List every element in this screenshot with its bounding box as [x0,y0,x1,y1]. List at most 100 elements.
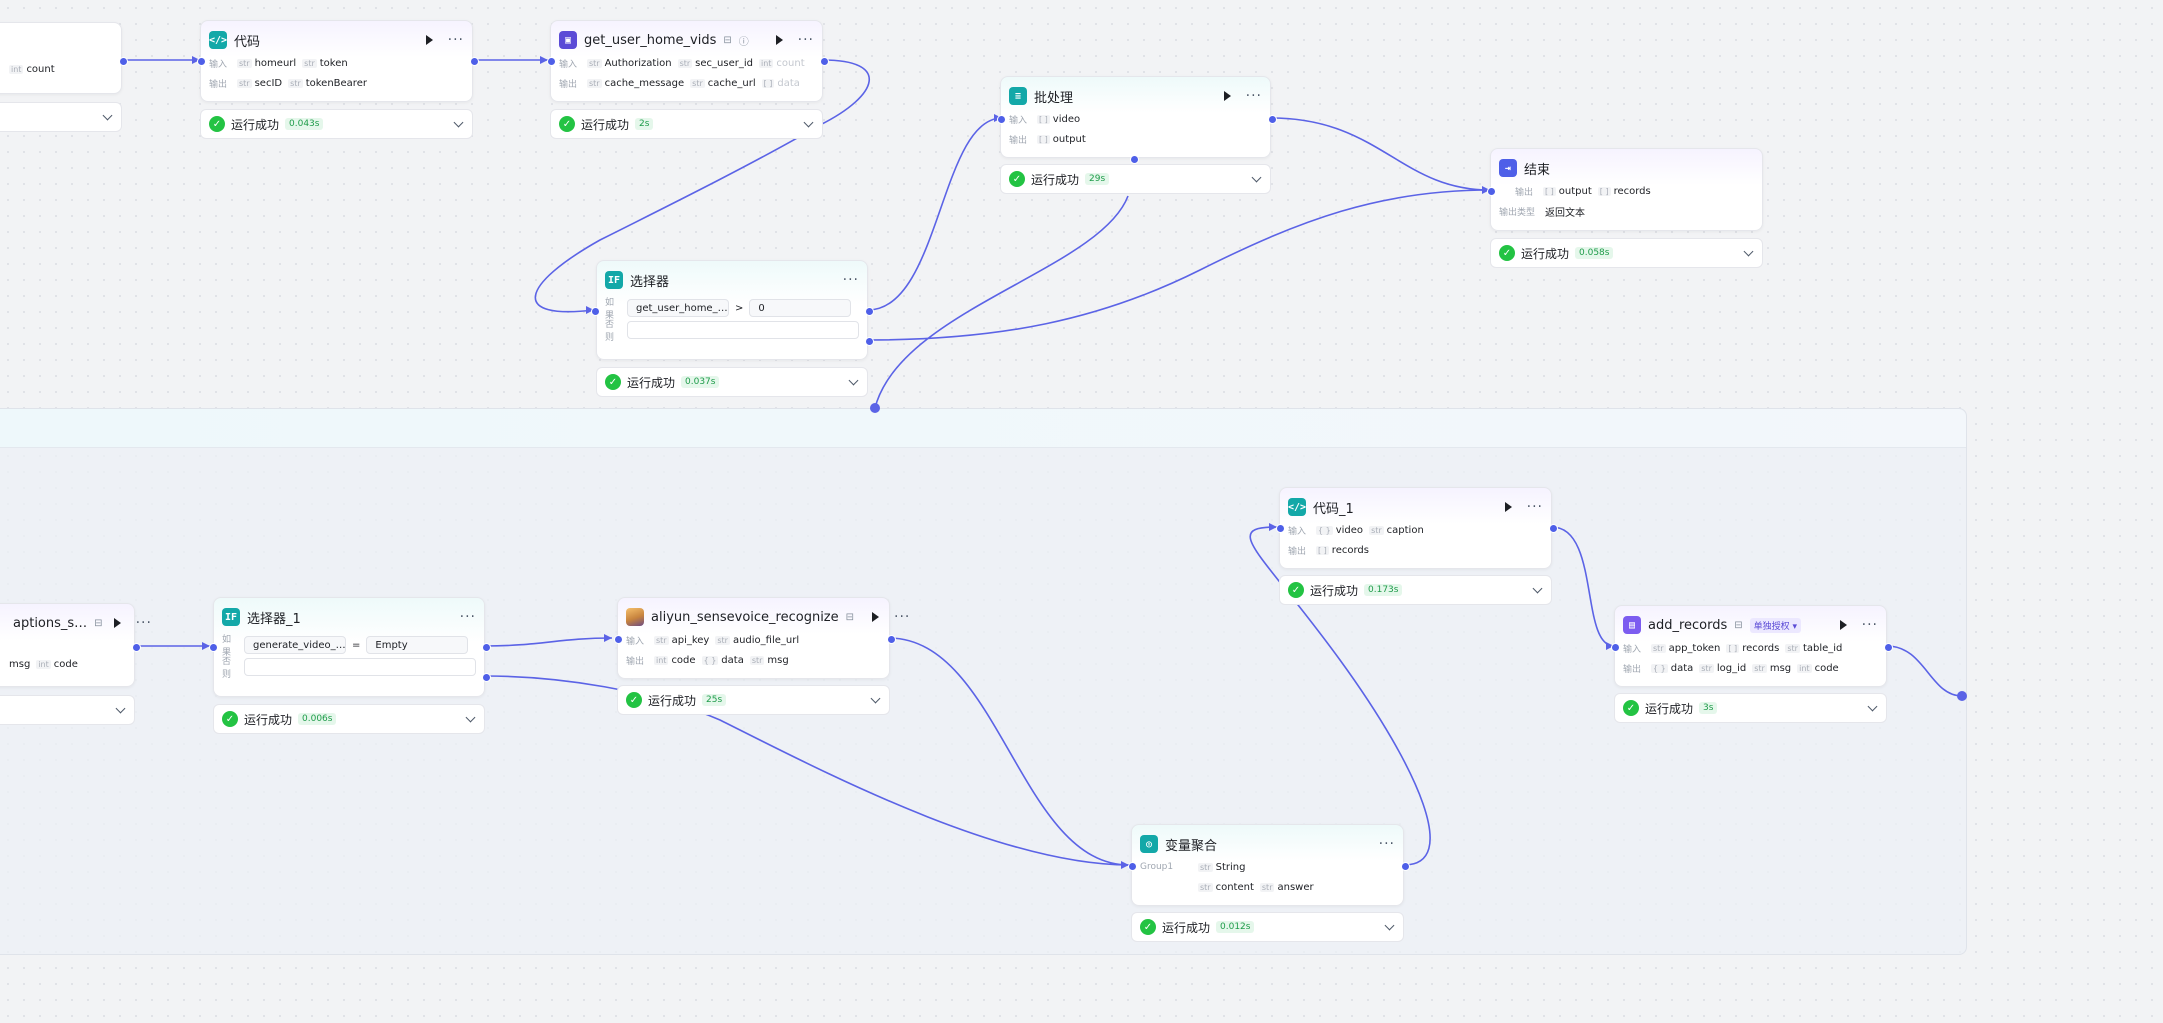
input-port[interactable] [547,57,556,66]
aggregate-icon: ◎ [1140,835,1158,853]
else-output-port[interactable] [865,337,874,346]
status-bar[interactable]: ✓ 运行成功 0.006s [213,704,485,734]
chevron-down-icon[interactable] [102,110,113,120]
loop-port[interactable] [1130,155,1139,164]
input-port[interactable] [1276,524,1285,533]
status-bar[interactable]: ✓ 运行成功 0.043s [200,109,473,139]
node-selector[interactable]: IF 选择器 ··· 如果 get_user_home_… > 0 否则 ✓ 运… [596,260,868,397]
more-icon[interactable]: ··· [1526,499,1543,515]
status-bar[interactable] [0,102,122,132]
if-output-port[interactable] [865,307,874,316]
condition-right-operand[interactable]: 0 [749,299,852,317]
status-bar[interactable] [0,695,135,725]
chevron-down-icon[interactable] [848,375,859,385]
output-port[interactable] [1268,115,1277,124]
more-icon[interactable]: ··· [842,272,859,288]
status-bar[interactable]: ✓ 运行成功 25s [617,685,890,715]
input-port[interactable] [614,635,623,644]
condition-left-operand[interactable]: get_user_home_… [627,299,729,317]
run-icon[interactable] [775,35,783,45]
run-icon[interactable] [1504,502,1512,512]
more-icon[interactable]: ··· [797,32,814,48]
chevron-down-icon[interactable] [465,712,476,722]
loop-end-port [1957,691,1967,701]
run-icon[interactable] [425,35,433,45]
more-icon[interactable]: ··· [1245,88,1262,104]
output-port[interactable] [887,635,896,644]
arrow-selector [586,306,594,314]
auth-badge[interactable]: 单独授权 ▾ [1749,617,1802,633]
node-end[interactable]: ⇥ 结束 输出 [ ]output [ ]records 输出类型 返回文本 ✓… [1490,148,1763,268]
status-bar[interactable]: ✓ 运行成功 2s [550,109,823,139]
success-check-icon: ✓ [1499,245,1515,261]
node-title: 结束 [1524,162,1551,178]
chevron-down-icon[interactable] [1251,172,1262,182]
arrow-end [1482,186,1490,194]
loop-start-port [870,403,880,413]
input-port[interactable] [1128,862,1137,871]
more-icon[interactable]: ··· [1861,617,1878,633]
output-port[interactable] [119,57,128,66]
chevron-down-icon[interactable] [870,693,881,703]
status-bar[interactable]: ✓ 运行成功 29s [1000,164,1271,194]
chevron-down-icon[interactable] [115,703,126,713]
run-icon[interactable] [113,618,121,628]
input-port[interactable] [1611,643,1620,652]
output-port[interactable] [1884,643,1893,652]
success-check-icon: ✓ [222,711,238,727]
else-branch-field[interactable] [244,658,476,676]
else-branch-field[interactable] [627,321,859,339]
run-icon[interactable] [1839,620,1847,630]
status-bar[interactable]: ✓ 运行成功 0.012s [1131,912,1404,942]
more-icon[interactable]: ··· [459,609,476,625]
node-batch[interactable]: ≡ 批处理 ··· 输入 [ ]video 输出 [ ]output ✓ 运行成… [1000,76,1271,194]
more-icon[interactable]: ··· [447,32,464,48]
save-icon: ⊟ [723,34,732,46]
if-output-port[interactable] [482,643,491,652]
else-output-port[interactable] [482,673,491,682]
status-bar[interactable]: ✓ 运行成功 3s [1614,693,1887,723]
input-port[interactable] [591,307,600,316]
chevron-down-icon[interactable] [1532,583,1543,593]
input-port[interactable] [209,643,218,652]
condition-operator[interactable]: > [735,302,744,314]
more-icon[interactable]: ··· [1378,836,1395,852]
edge-batch-to-loop [874,195,1129,409]
more-icon[interactable]: ··· [894,609,911,625]
status-bar[interactable]: ✓ 运行成功 0.037s [596,367,868,397]
output-port[interactable] [132,643,141,652]
condition-operator[interactable]: = [352,639,361,651]
chevron-down-icon[interactable] [1743,246,1754,256]
status-bar[interactable]: ✓ 运行成功 0.058s [1490,238,1763,268]
input-port[interactable] [1487,187,1496,196]
output-port[interactable] [820,57,829,66]
input-port[interactable] [997,115,1006,124]
node-title: get_user_home_vids [584,32,717,48]
chevron-down-icon[interactable] [453,117,464,127]
condition-left-operand[interactable]: generate_video_… [244,636,346,654]
run-icon[interactable] [872,612,880,622]
run-icon[interactable] [1223,91,1231,101]
node-title: add_records [1648,617,1728,633]
chevron-down-icon[interactable] [803,117,814,127]
status-bar[interactable]: ✓ 运行成功 0.173s [1279,575,1552,605]
output-port[interactable] [1401,862,1410,871]
more-icon[interactable]: ··· [135,615,152,631]
save-icon: ⊟ [94,617,103,629]
output-port[interactable] [1549,524,1558,533]
node-aliyun-sensevoice[interactable]: aliyun_sensevoice_recognize ⊟ ··· 输入 str… [617,597,909,715]
condition-right-operand[interactable]: Empty [366,636,469,654]
input-port[interactable] [197,57,206,66]
output-port[interactable] [470,57,479,66]
chevron-down-icon[interactable] [1384,920,1395,930]
chevron-down-icon[interactable] [1867,701,1878,711]
node-selector-1[interactable]: IF 选择器_1 ··· 如果 generate_video_… = Empty… [213,597,485,734]
